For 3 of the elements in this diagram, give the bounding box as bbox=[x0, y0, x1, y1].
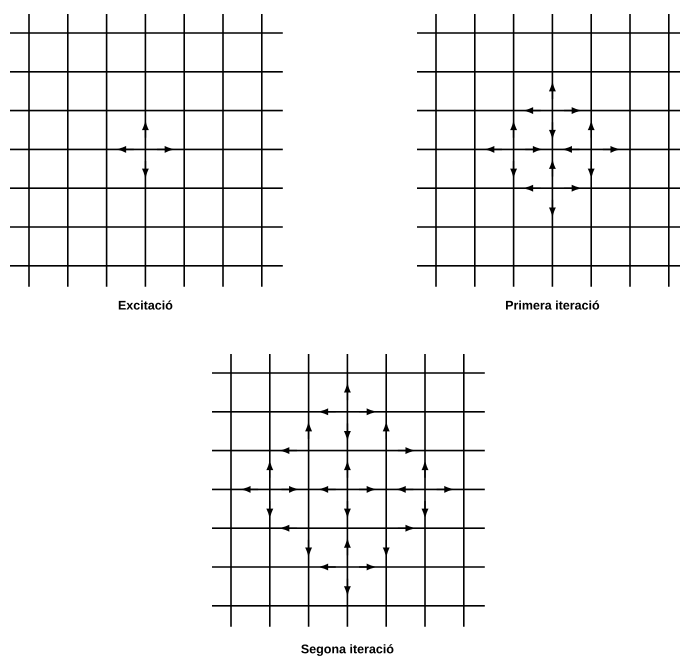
caption: Excitació bbox=[118, 300, 172, 310]
caption: Primera iteració bbox=[506, 300, 600, 310]
caption: Segona iteració bbox=[301, 644, 394, 656]
